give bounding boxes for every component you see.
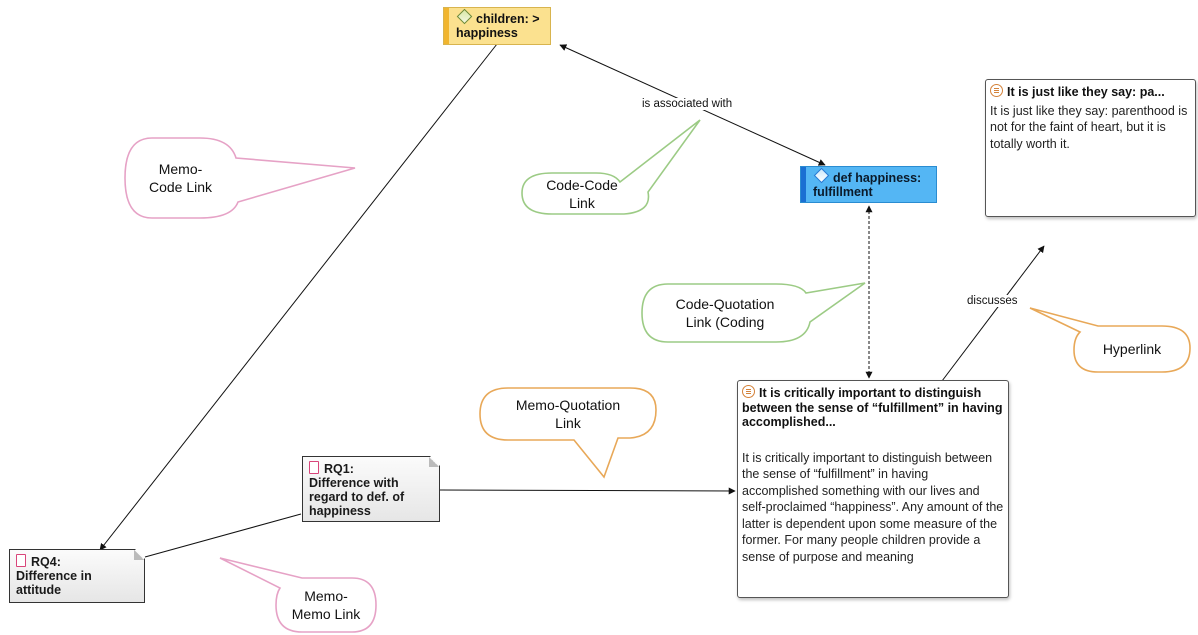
edge-memo-rq1-to-quote-fulfillment[interactable] bbox=[439, 487, 736, 495]
callout-code-quotation-line1: Code-Quotation bbox=[675, 296, 775, 312]
memo-icon bbox=[309, 461, 319, 474]
callout-hyperlink: Hyperlink bbox=[1076, 328, 1188, 370]
callout-memo-code-line1: Memo- bbox=[158, 161, 203, 177]
memo-label-line1: RQ4: bbox=[31, 555, 61, 569]
callout-memo-code: Memo- Code Link bbox=[128, 158, 233, 198]
code-node-children-happiness[interactable]: children: > happiness bbox=[443, 7, 551, 45]
callout-memo-quotation-line2: Link bbox=[555, 415, 581, 431]
quotation-title-text: It is critically important to distinguis… bbox=[742, 386, 1003, 429]
code-label-line2: happiness bbox=[456, 26, 518, 40]
callout-memo-quotation-line1: Memo-Quotation bbox=[515, 397, 621, 413]
code-label-line2: fulfillment bbox=[813, 185, 873, 199]
code-label-line1: def happiness: bbox=[833, 171, 922, 185]
memo-fold-corner bbox=[429, 457, 439, 467]
quotation-title: It is just like they say: pa... bbox=[990, 84, 1191, 100]
callout-code-code-line1: Code-Code bbox=[546, 177, 618, 193]
quotation-icon bbox=[742, 385, 755, 398]
memo-label-line3: attitude bbox=[16, 583, 62, 597]
callout-bubble-code-quotation bbox=[641, 282, 866, 343]
memo-node-rq4[interactable]: RQ4: Difference in attitude bbox=[9, 549, 145, 603]
quotation-title-text: It is just like they say: pa... bbox=[1007, 85, 1165, 99]
callout-memo-memo: Memo- Memo Link bbox=[278, 584, 374, 626]
quotation-node-parenthood[interactable]: It is just like they say: pa... It is ju… bbox=[985, 79, 1196, 217]
callout-bubble-memo-quotation bbox=[479, 387, 657, 479]
memo-label-line4: happiness bbox=[309, 504, 371, 518]
quotation-node-fulfillment[interactable]: It is critically important to distinguis… bbox=[737, 380, 1009, 598]
quotation-body: It is just like they say: parenthood is … bbox=[990, 103, 1188, 151]
edge-label-discusses: discusses bbox=[965, 295, 1020, 307]
callout-bubble-code-code bbox=[521, 119, 701, 215]
memo-fold-corner bbox=[134, 550, 144, 560]
edge-memo-rq1-to-memo-rq4[interactable] bbox=[144, 513, 302, 558]
callout-memo-memo-line2: Memo Link bbox=[291, 606, 361, 622]
callout-bubble-memo-code bbox=[124, 137, 356, 219]
quotation-body: It is critically important to distinguis… bbox=[742, 450, 1004, 564]
code-icon bbox=[456, 8, 473, 25]
memo-label-line2: Difference with bbox=[309, 476, 399, 490]
memo-node-rq1[interactable]: RQ1: Difference with regard to def. of h… bbox=[302, 456, 440, 522]
edge-label-is-associated-with: is associated with bbox=[640, 98, 735, 110]
callout-code-code-line2: Link bbox=[569, 195, 595, 211]
callout-code-quotation: Code-Quotation Link (Coding bbox=[645, 293, 805, 333]
edge-code-children-to-memo-rq4[interactable] bbox=[99, 43, 498, 551]
code-color-bar bbox=[444, 8, 449, 44]
quotation-icon bbox=[990, 84, 1003, 97]
code-color-bar bbox=[801, 167, 806, 202]
callout-bubble-hyperlink bbox=[1029, 307, 1191, 373]
memo-label-line3: regard to def. of bbox=[309, 490, 405, 504]
memo-label-line1: RQ1: bbox=[324, 462, 354, 476]
callout-hyperlink-line1: Hyperlink bbox=[1102, 341, 1162, 357]
code-label-line1: children: > bbox=[476, 12, 540, 26]
callout-code-quotation-line2: Link (Coding bbox=[685, 314, 765, 330]
code-icon bbox=[813, 167, 830, 184]
code-node-def-happiness-fulfillment[interactable]: def happiness: fulfillment bbox=[800, 166, 937, 203]
callout-bubble-memo-memo bbox=[219, 557, 377, 633]
callout-memo-memo-line1: Memo- bbox=[304, 588, 348, 604]
quotation-title: It is critically important to distinguis… bbox=[742, 385, 1004, 430]
callout-memo-quotation: Memo-Quotation Link bbox=[483, 394, 653, 434]
memo-icon bbox=[16, 554, 26, 567]
callout-memo-code-line2: Code Link bbox=[148, 179, 213, 195]
edge-quote-fulfillment-to-quote-parenthood[interactable] bbox=[941, 245, 1045, 382]
callout-code-code: Code-Code Link bbox=[527, 174, 637, 214]
memo-label-line2: Difference in bbox=[16, 569, 92, 583]
